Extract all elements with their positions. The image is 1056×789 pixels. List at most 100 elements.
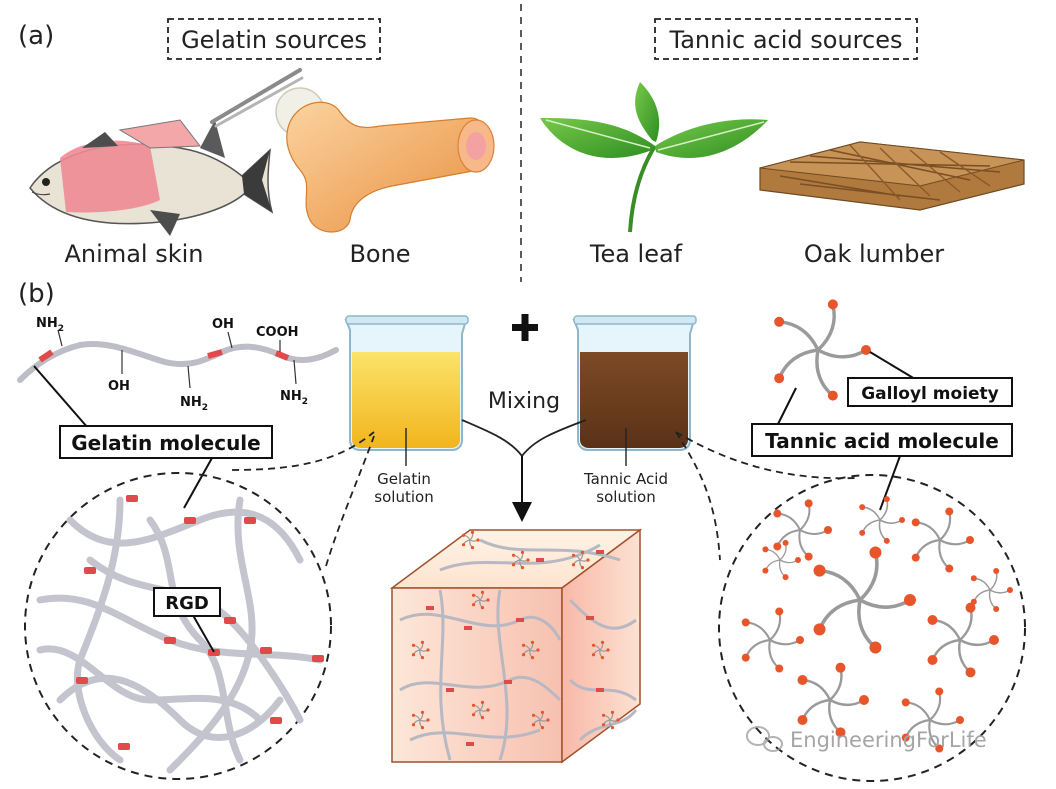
gelatin-fiber bbox=[66, 508, 304, 564]
galloyl-dot bbox=[965, 667, 976, 678]
rgd-site bbox=[312, 655, 324, 662]
galloyl-dot bbox=[795, 557, 801, 563]
galloyl-dot bbox=[774, 373, 785, 384]
galloyl-moiety-label: Galloyl moiety bbox=[861, 384, 999, 404]
galloyl-dot bbox=[411, 653, 416, 657]
tannic-net-arm bbox=[932, 618, 962, 641]
tweezers-illustration bbox=[210, 68, 304, 128]
galloyl-dot bbox=[601, 713, 606, 717]
nh2-group-3: NH2 bbox=[280, 389, 308, 407]
galloyl-dot bbox=[966, 536, 974, 544]
nh2-group-2: NH2 bbox=[180, 395, 208, 413]
cube-fiber bbox=[439, 543, 601, 572]
cube-fiber bbox=[479, 538, 621, 562]
galloyl-dot bbox=[591, 653, 596, 657]
galloyl-dot bbox=[540, 710, 545, 714]
galloyl-dot bbox=[420, 656, 425, 660]
tannic-top-arm bbox=[777, 348, 819, 379]
bone-illustration bbox=[275, 87, 495, 233]
tannic-net-arm bbox=[801, 698, 831, 721]
galloyl-dot bbox=[580, 566, 585, 570]
galloyl-dot bbox=[827, 299, 838, 310]
galloyl-dot bbox=[911, 553, 920, 562]
galloyl-dot bbox=[471, 603, 476, 607]
tea-leaf-illustration bbox=[540, 82, 768, 233]
galloyl-dot bbox=[904, 594, 916, 606]
galloyl-dot bbox=[935, 687, 944, 696]
gelatin-beaker bbox=[344, 315, 469, 451]
rgd-label: RGD bbox=[165, 593, 209, 614]
galloyl-dot bbox=[610, 710, 615, 714]
galloyl-dot bbox=[835, 727, 846, 738]
wechat-icon bbox=[746, 726, 783, 752]
galloyl-dot bbox=[927, 615, 938, 626]
tannic-net-arm bbox=[905, 701, 931, 721]
galloyl-dot bbox=[486, 708, 490, 712]
galloyl-dot bbox=[741, 653, 750, 662]
galloyl-dot bbox=[741, 618, 750, 627]
gelatin-sources-box bbox=[167, 18, 381, 60]
watermark-text: EngineeringForLife bbox=[790, 728, 987, 752]
galloyl-dot bbox=[420, 726, 425, 730]
tannic-net-arm bbox=[915, 521, 941, 541]
oh-group-1: OH bbox=[108, 379, 130, 394]
galloyl-moiety-box bbox=[847, 377, 1013, 407]
cube-rgd-site bbox=[516, 618, 524, 622]
rgd-site bbox=[244, 517, 256, 524]
galloyl-dot bbox=[901, 733, 910, 742]
galloyl-dot bbox=[461, 543, 466, 547]
galloyl-dot bbox=[1007, 587, 1013, 593]
tannic-zoom-line-1 bbox=[675, 431, 721, 561]
galloyl-dot bbox=[521, 653, 526, 657]
galloyl-dot bbox=[927, 654, 938, 665]
galloyl-dot bbox=[956, 716, 964, 724]
tannic-molecule-leader-top bbox=[775, 387, 797, 429]
tannic-solution-line1: Tannic Acid bbox=[583, 470, 668, 488]
galloyl-dot bbox=[901, 698, 910, 707]
galloyl-dot bbox=[536, 648, 540, 652]
tannic-net-arm bbox=[776, 529, 801, 547]
galloyl-dot bbox=[911, 518, 920, 527]
galloyl-dot bbox=[411, 713, 416, 717]
galloyl-dot bbox=[970, 575, 977, 582]
tannic-net-arm bbox=[931, 638, 961, 661]
galloyl-dot bbox=[600, 640, 605, 644]
oak-lumber-illustration bbox=[759, 141, 1025, 211]
tannic-molecule-leader-bottom bbox=[879, 455, 901, 511]
tannic-net-arm bbox=[817, 598, 861, 631]
rgd-site bbox=[208, 649, 220, 656]
galloyl-dot bbox=[859, 695, 869, 705]
galloyl-dot bbox=[520, 550, 525, 554]
galloyl-dot bbox=[869, 641, 882, 654]
rgd-site bbox=[84, 567, 96, 574]
galloyl-dot bbox=[775, 607, 784, 616]
tannic-net-arm bbox=[989, 589, 1011, 594]
galloyl-dot bbox=[530, 640, 535, 644]
tannic-net-arm bbox=[862, 506, 881, 521]
cube-rgd-site bbox=[426, 606, 434, 610]
panel-b-label: (b) bbox=[18, 279, 55, 309]
galloyl-dot bbox=[935, 744, 944, 753]
oak-lumber-label: Oak lumber bbox=[804, 240, 944, 268]
galloyl-dot bbox=[530, 656, 535, 660]
gelatin-fiber bbox=[146, 516, 244, 764]
hydrogel-cube bbox=[389, 528, 643, 764]
galloyl-dot bbox=[899, 517, 905, 523]
tannic-net-arm bbox=[799, 529, 829, 536]
tannic-zoom-line-2 bbox=[675, 431, 857, 480]
galloyl-dot bbox=[827, 390, 838, 401]
galloyl-dot bbox=[411, 643, 416, 647]
gelatin-sources-title: Gelatin sources bbox=[181, 26, 367, 54]
gelatin-molecule-leader-top bbox=[33, 365, 89, 429]
gelatin-molecule-leader-bottom bbox=[183, 457, 213, 509]
galloyl-dot bbox=[461, 533, 466, 537]
galloyl-dot bbox=[762, 546, 769, 553]
galloyl-dot bbox=[480, 606, 485, 610]
cube-fiber bbox=[438, 589, 452, 761]
cooh-group: COOH bbox=[256, 325, 299, 340]
galloyl-dot bbox=[586, 558, 590, 562]
galloyl-dot bbox=[471, 703, 476, 707]
galloyl-dot bbox=[531, 723, 536, 727]
galloyl-dot bbox=[426, 648, 430, 652]
galloyl-dot bbox=[883, 496, 890, 503]
